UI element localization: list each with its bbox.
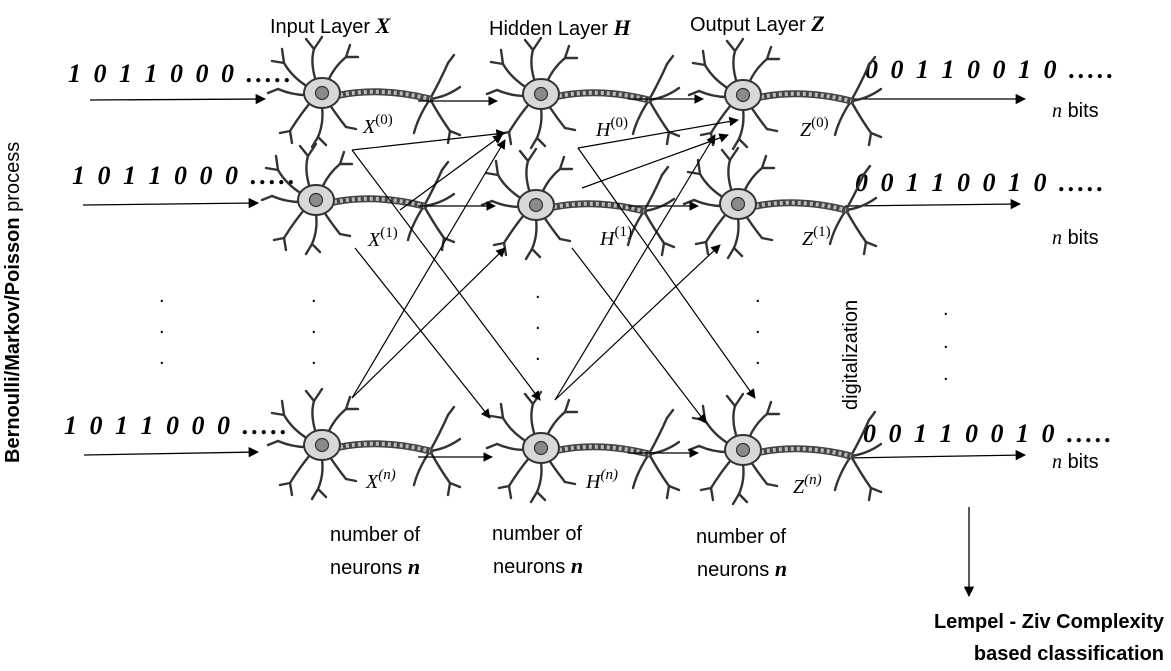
output-sequence-0: 0 0 1 1 0 0 1 0 .....	[865, 55, 1117, 84]
output-layer-title: Output Layer Z	[690, 11, 825, 36]
label-x1: X(1)	[367, 225, 398, 251]
output-arrow-1	[844, 198, 1022, 210]
process-label: Bernoulli/Markov/Poisson process	[2, 142, 24, 463]
svg-text:.: .	[943, 298, 949, 320]
process-label-bold: Bernoulli/Markov/Poisson	[2, 217, 24, 463]
output-sequence-1: 0 0 1 1 0 0 1 0 .....	[855, 168, 1107, 197]
label-xn: X(n)	[365, 467, 396, 493]
input-layer-title: Input Layer X	[270, 13, 392, 38]
neuron-hidden-n	[487, 392, 679, 502]
ellipsis-dots: ... ... ... ... ...	[159, 281, 949, 385]
input-arrow-0	[89, 93, 267, 105]
connection-hn-z1	[554, 244, 721, 401]
classification-label-line1: Lempel - Ziv Complexity	[934, 611, 1165, 633]
neuron-hidden-0	[487, 38, 679, 148]
label-h1: H(1)	[599, 224, 632, 250]
hidden-neuron-count-line2: neurons n	[493, 553, 583, 578]
svg-text:.: .	[535, 312, 541, 334]
output-neuron-count-line1: number of	[696, 526, 786, 548]
svg-text:.: .	[311, 347, 317, 369]
bits-label-0: n bits	[1052, 100, 1099, 122]
svg-text:.: .	[311, 316, 317, 338]
svg-text:.: .	[943, 363, 949, 385]
connection-xn-h0	[351, 139, 506, 399]
bits-label-n: n bits	[1052, 451, 1099, 473]
digitalization-label: digitalization	[840, 300, 862, 410]
input-sequence-1: 1 0 1 1 0 0 0 .....	[72, 161, 298, 190]
classification-label-line2: based classification	[974, 643, 1164, 665]
svg-text:.: .	[755, 285, 761, 307]
svg-text:.: .	[943, 331, 949, 353]
svg-text:.: .	[755, 316, 761, 338]
output-arrow-n	[844, 449, 1027, 461]
svg-text:.: .	[311, 285, 317, 307]
svg-text:.: .	[159, 316, 165, 338]
label-zn: Z(n)	[793, 472, 822, 498]
input-neuron-count-line1: number of	[330, 524, 420, 546]
connection-h1-zn	[571, 247, 707, 424]
connection-h1-z0	[581, 133, 729, 189]
connection-h0-z0b	[577, 116, 739, 149]
input-sequence-n: 1 0 1 1 0 0 0 .....	[64, 411, 290, 440]
neuron-output-1	[684, 148, 876, 258]
connection-x0-h1	[351, 129, 506, 151]
input-sequence-0: 1 0 1 1 0 0 0 .....	[68, 59, 294, 88]
neuron-output-0	[689, 39, 881, 149]
connection-h0-zn	[577, 147, 756, 399]
svg-text:.: .	[535, 343, 541, 365]
label-z0: Z(0)	[800, 115, 829, 141]
connection-x1-hn	[354, 247, 491, 419]
svg-text:.: .	[159, 347, 165, 369]
connection-xn-h1	[351, 247, 506, 399]
svg-text:.: .	[159, 285, 165, 307]
bits-label-1: n bits	[1052, 227, 1099, 249]
input-arrow-1	[82, 197, 260, 209]
output-sequence-n: 0 0 1 1 0 0 1 0 .....	[863, 419, 1115, 448]
connection-x0-hn	[351, 149, 541, 401]
label-z1: Z(1)	[802, 224, 831, 250]
hidden-neuron-count-line1: number of	[492, 523, 582, 545]
process-label-normal: process	[2, 142, 24, 218]
output-neuron-count-line2: neurons n	[697, 556, 787, 581]
connection-x1-h0	[399, 134, 503, 211]
svg-text:.: .	[535, 281, 541, 303]
hidden-layer-title: Hidden Layer H	[489, 15, 632, 40]
neuron-input-n	[268, 389, 460, 499]
connection-hn-z0	[554, 134, 716, 401]
label-x0: X(0)	[362, 112, 393, 138]
label-hn: H(n)	[585, 467, 618, 493]
label-h0: H(0)	[595, 115, 628, 141]
input-neuron-count-line2: neurons n	[330, 554, 420, 579]
input-arrow-n	[83, 446, 260, 458]
svg-text:.: .	[755, 347, 761, 369]
